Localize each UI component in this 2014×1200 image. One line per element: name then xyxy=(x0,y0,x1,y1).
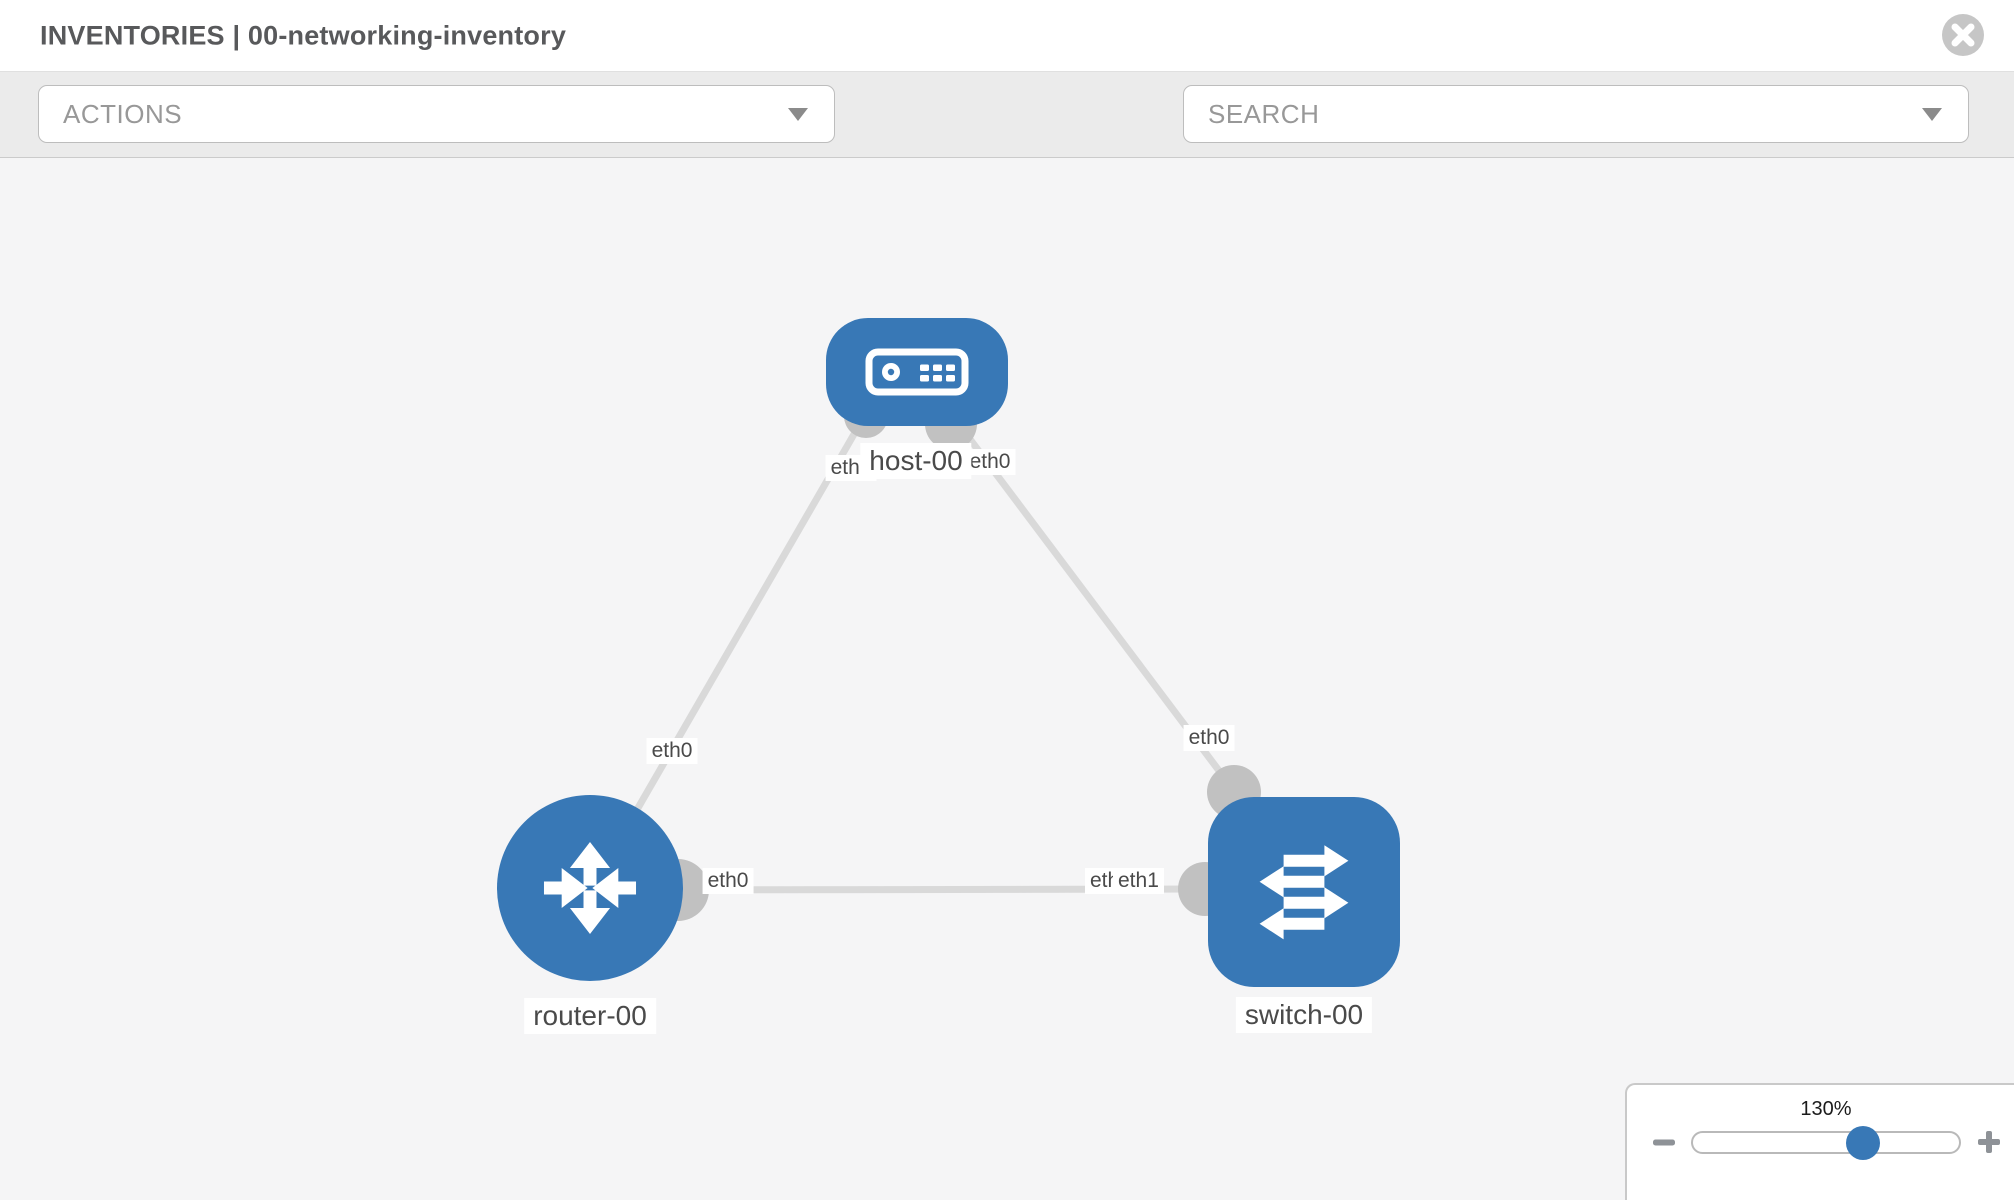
plus-icon xyxy=(1978,1131,2000,1153)
zoom-slider[interactable] xyxy=(1691,1125,1961,1160)
zoom-slider-thumb[interactable] xyxy=(1846,1125,1881,1160)
toolbar: ACTIONS SEARCH xyxy=(0,72,2014,201)
node-label-router: router-00 xyxy=(524,998,656,1034)
node-label-switch: switch-00 xyxy=(1235,997,1373,1033)
node-host-00[interactable] xyxy=(826,318,1008,426)
host-icon xyxy=(865,348,969,396)
topology-canvas[interactable]: host-00 router-00 switch-00 eth0 eth0 et… xyxy=(0,158,2014,1200)
zoom-in-button[interactable] xyxy=(1974,1127,2004,1157)
zoom-level-value: 130% xyxy=(1800,1098,1852,1120)
caret-down-icon xyxy=(788,108,808,121)
node-router-00[interactable] xyxy=(497,795,683,981)
minus-icon xyxy=(1653,1139,1675,1146)
iface-label-router-eth0-up: eth0 xyxy=(646,738,698,764)
iface-label-host-eth0-right: eth0 xyxy=(964,449,1016,475)
zoom-panel: 130% xyxy=(1625,1083,2014,1200)
close-icon xyxy=(1942,14,1984,56)
iface-label-switch-eth1: eth1 xyxy=(1113,868,1164,894)
actions-dropdown-label: ACTIONS xyxy=(63,98,183,129)
page-title: INVENTORIES | 00-networking-inventory xyxy=(40,20,567,50)
header-bar: INVENTORIES | 00-networking-inventory xyxy=(0,0,2014,72)
iface-label-router-eth0-mid: eth0 xyxy=(702,868,754,894)
caret-down-icon xyxy=(1922,108,1942,121)
node-switch-00[interactable] xyxy=(1208,797,1400,987)
node-label-host: host-00 xyxy=(860,443,972,479)
iface-label-switch-eth0-top: eth0 xyxy=(1183,725,1235,751)
router-icon xyxy=(543,841,637,935)
zoom-out-button[interactable] xyxy=(1649,1127,1679,1157)
switch-icon xyxy=(1259,845,1349,940)
actions-dropdown[interactable]: ACTIONS xyxy=(38,85,835,143)
links-layer xyxy=(586,394,1261,921)
search-dropdown-label: SEARCH xyxy=(1208,98,1320,129)
close-button[interactable] xyxy=(1941,13,1985,57)
search-dropdown[interactable]: SEARCH xyxy=(1183,85,1969,143)
